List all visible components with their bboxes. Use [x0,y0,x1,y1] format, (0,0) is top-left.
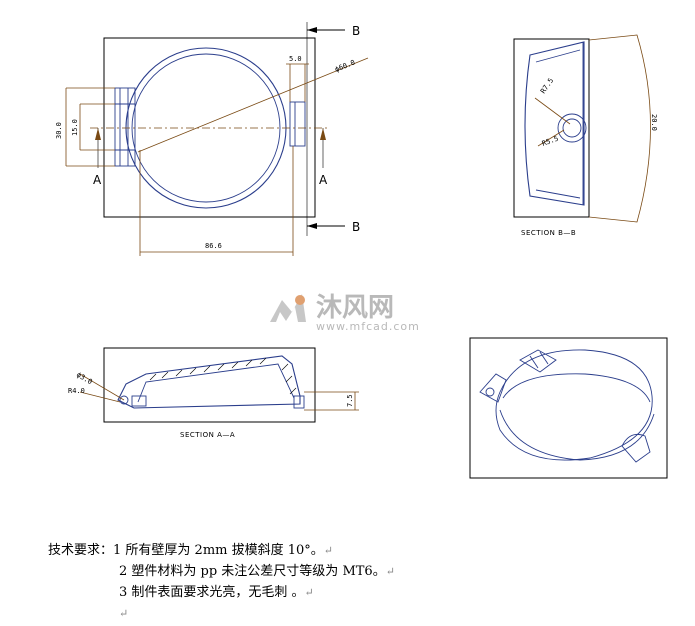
section-aa-outline [117,355,301,409]
section-bb-title: SECTION B—B [521,229,576,237]
section-aa-title: SECTION A—A [180,431,235,439]
dim-width: 86.6 [205,242,222,250]
latch-slot [289,101,306,147]
watermark-brand: 沐风网 [316,293,394,323]
watermark-url: www.mfcad.com [316,320,420,333]
dim-diameter: ϕ60.0 [334,59,357,74]
dim-aa-height: 7.5 [346,394,354,407]
section-aa-frame [103,347,316,423]
section-b-label-top: B [352,24,360,38]
top-view-frame [103,37,316,218]
dim-r1: R7.5 [539,77,555,95]
section-aa-view: ϕ3.0 R4.0 7.5 SECTION A—A [68,347,359,439]
section-bb-frame [513,38,590,218]
dim-hole: ϕ3.0 [75,371,94,386]
section-b-label-bottom: B [352,220,360,234]
trailing-return-mark: ↵ [119,607,129,620]
isometric-view [469,337,668,479]
section-a-label-left: A [93,173,102,187]
iso-front-tab [621,433,651,463]
top-view: B B A A 30.0 15.0 86.6 5.0 ϕ60.0 [55,22,369,256]
isometric-frame [469,337,668,479]
dim-slot: 5.0 [289,55,302,63]
iso-latch [519,349,557,373]
dim-inner-height: 15.0 [71,119,79,136]
tech-requirement-3: 3 制件表面要求光亮，无毛刺 。↵ [119,585,314,600]
iso-hinge [479,373,507,403]
section-a-label-right: A [319,173,328,187]
watermark: 沐风网 www.mfcad.com [270,293,420,333]
tech-requirements: 技术要求：1 所有壁厚为 2mm 拔模斜度 10°。↵ 2 塑件材料为 pp 未… [48,540,395,624]
dim-size: 20.0 [650,114,658,131]
section-bb-outline [524,41,585,206]
tech-requirement-2: 2 塑件材料为 pp 未注公差尺寸等级为 MT6。↵ [119,564,395,579]
lid-outline [495,349,653,461]
hinge-tab [114,87,136,167]
dim-r2: R5.5 [541,135,560,148]
pivot-hole [557,113,587,143]
watermark-logo [270,294,306,322]
dim-radius: R4.0 [68,387,85,395]
inner-circle [131,53,281,203]
dim-height: 30.0 [55,122,63,139]
tech-requirement-1: 技术要求：1 所有壁厚为 2mm 拔模斜度 10°。↵ [48,543,334,558]
section-aa-hole [119,395,129,405]
section-bb-view: R7.5 R5.5 20.0 SECTION B—B [513,34,658,237]
tech-requirements-heading: 技术要求： [48,543,114,558]
